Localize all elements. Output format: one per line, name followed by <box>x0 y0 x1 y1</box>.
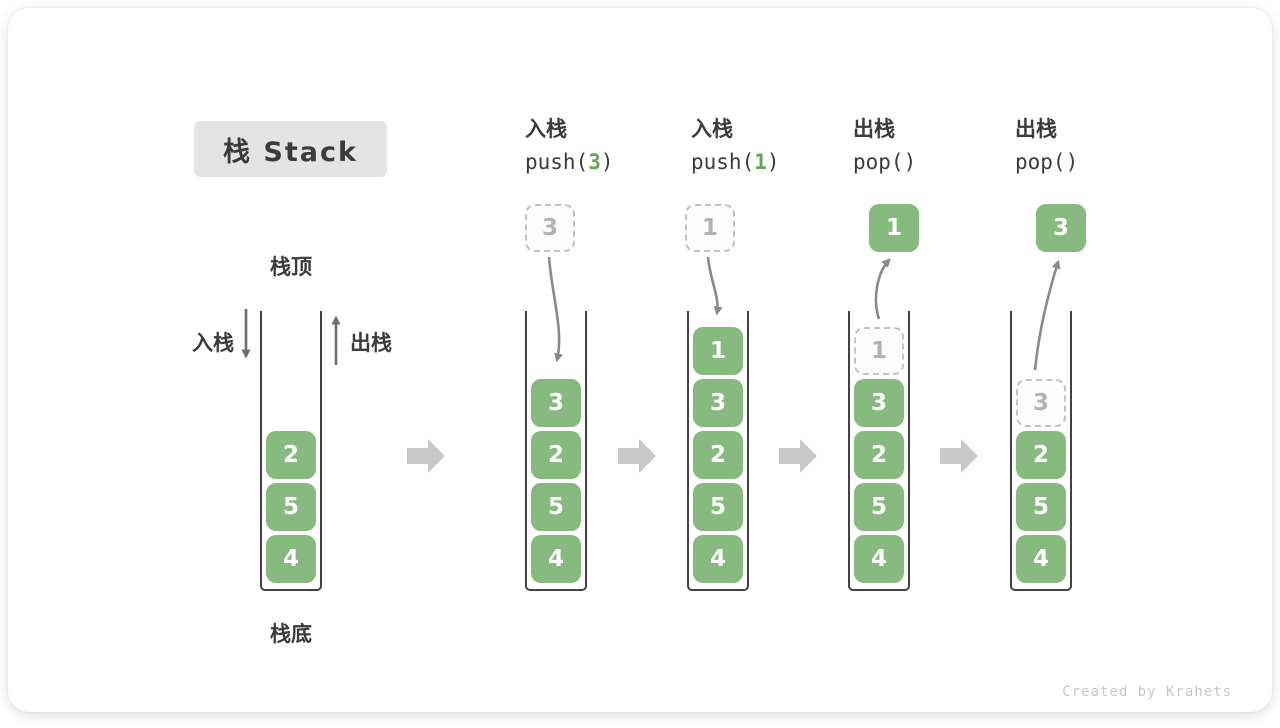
stack-cell: 3 <box>693 379 743 427</box>
stack-cell: 2 <box>531 431 581 479</box>
stack-cell: 5 <box>531 483 581 531</box>
stack-cell: 5 <box>693 483 743 531</box>
step-arrow-icon <box>940 439 978 473</box>
stack-container-1 <box>260 311 322 591</box>
diagram-card: 栈 Stack 入栈 push(3) 入栈 push(1) 出栈 pop() 出… <box>8 8 1272 712</box>
step-arrow-icon <box>407 439 445 473</box>
stack-cell: 5 <box>1016 483 1066 531</box>
popped-ghost-cell: 3 <box>1016 379 1066 427</box>
stack-container-3 <box>687 311 749 591</box>
stack-cell: 4 <box>693 535 743 583</box>
op-label-push-1: 入栈 push(1) <box>691 114 780 180</box>
stack-cell: 2 <box>266 431 316 479</box>
stack-cell: 4 <box>1016 535 1066 583</box>
op-label-pop-1: 出栈 pop() <box>853 114 916 180</box>
step-arrow-icon <box>618 439 656 473</box>
stack-cell: 5 <box>854 483 904 531</box>
op-cn-label: 出栈 <box>853 117 895 141</box>
popped-ghost-cell: 1 <box>854 327 904 375</box>
op-arg: 1 <box>754 150 767 174</box>
stack-cell: 3 <box>854 379 904 427</box>
watermark: Created by Krahets <box>1062 684 1232 700</box>
incoming-value-box: 1 <box>685 204 735 252</box>
popped-value-box: 1 <box>869 204 919 252</box>
op-code-label: pop() <box>1015 150 1079 174</box>
stack-cell: 2 <box>693 431 743 479</box>
popped-value-box: 3 <box>1036 204 1086 252</box>
op-label-pop-2: 出栈 pop() <box>1015 114 1078 180</box>
diagram-title: 栈 Stack <box>194 121 387 177</box>
stack-cell: 2 <box>854 431 904 479</box>
stack-cell: 4 <box>266 535 316 583</box>
stack-cell: 4 <box>854 535 904 583</box>
stack-bottom-label: 栈底 <box>270 622 312 646</box>
op-code-label: push(3) <box>525 150 614 174</box>
op-arg: 3 <box>588 150 601 174</box>
op-cn-label: 入栈 <box>691 117 733 141</box>
stack-container-2 <box>525 311 587 591</box>
incoming-value-box: 3 <box>525 204 575 252</box>
push-1-arrow <box>706 256 723 316</box>
stack-operations-diagram: 栈 Stack 入栈 push(3) 入栈 push(1) 出栈 pop() 出… <box>8 8 1272 712</box>
stack-container-5 <box>1010 311 1072 591</box>
stack-cell: 5 <box>266 483 316 531</box>
stack-top-label: 栈顶 <box>270 255 312 279</box>
stack-cell: 4 <box>531 535 581 583</box>
stack-container-4 <box>848 311 910 591</box>
push-side-label: 入栈 <box>192 331 234 355</box>
stack-cell: 1 <box>693 327 743 375</box>
stack-cell: 3 <box>531 379 581 427</box>
op-code-label: pop() <box>853 150 917 174</box>
op-label-push-3: 入栈 push(3) <box>525 114 614 180</box>
op-cn-label: 入栈 <box>525 117 567 141</box>
step-arrow-icon <box>779 439 817 473</box>
stack-cell: 2 <box>1016 431 1066 479</box>
arrows-layer <box>241 256 1061 473</box>
op-cn-label: 出栈 <box>1015 117 1057 141</box>
op-code-label: push(1) <box>691 150 780 174</box>
pop-side-label: 出栈 <box>350 331 392 355</box>
